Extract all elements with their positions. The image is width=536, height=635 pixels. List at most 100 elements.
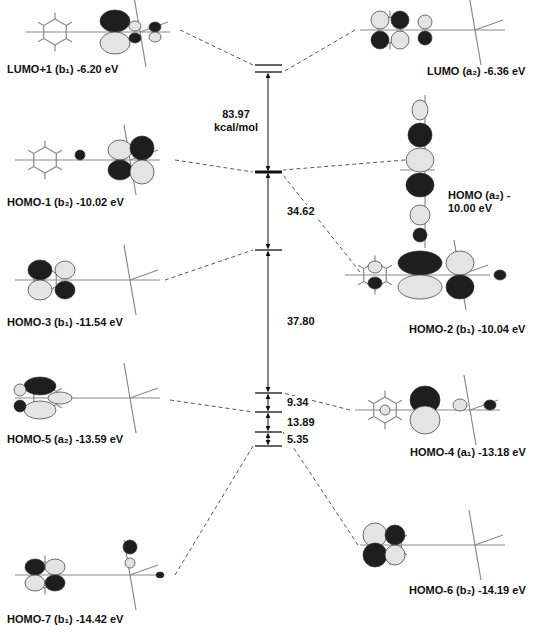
energy-gap-value: 83.97 kcal/mol [205,108,267,134]
orbital-lobe [418,15,432,29]
orbital-lobe [410,406,440,434]
orbital-lobe [398,275,442,299]
orbital-lobe [24,401,56,419]
orbital-picture [400,95,435,248]
orbital-label: HOMO-5 (a₂) -13.59 eV [7,433,126,446]
leader-line [283,160,405,170]
leader-lines [165,30,405,575]
orbital-lobe [446,275,474,299]
orbital-label: HOMO-1 (b₂) -10.02 eV [7,196,126,209]
orbital-lobe [100,32,130,54]
orbital-label-box: HOMO-1 (b₂) -10.02 eV [5,195,128,210]
energy-level [255,64,282,65]
orbital-lobe [391,31,409,49]
leader-line [175,160,253,172]
bond [44,588,45,595]
molecule-skeleton [400,95,435,248]
orbital-lobe [371,31,389,49]
orbital-label-box: HOMO-5 (a₂) -13.59 eV [5,432,128,447]
energy-level [255,392,282,393]
orbital-lobe [55,281,75,299]
orbital-lobe [48,392,72,404]
orbital-lobe [28,260,52,280]
bond [396,400,402,403]
orbital-label: HOMO-6 (b₂) -14.19 eV [409,584,528,597]
orbital-lobe [14,384,26,396]
bond [44,556,45,563]
energy-gap-value: 13.89 [285,416,317,429]
bond [358,282,364,285]
orbital-lobe [130,160,154,184]
energy-level [255,431,282,432]
molecule-skeleton [15,125,160,195]
gap-arrow [268,414,269,431]
orbital-lobe [130,136,154,160]
bond [475,20,503,30]
orbital-label-box: LUMO+1 (b₁) -6.20 eV [5,62,123,77]
bond [44,141,45,148]
bond [469,0,481,65]
orbital-lobe [45,575,65,591]
bond [54,13,55,20]
orbital-lobe [28,280,52,300]
energy-level [255,249,282,250]
bond [56,167,62,170]
orbital-label: HOMO (a₂) - 10.00 eV [448,189,530,215]
leader-line [180,30,253,65]
orbital-picture [15,125,160,195]
orbital-label-box: HOMO (a₂) - 10.00 eV [446,188,532,216]
orbital-lobe [453,399,467,411]
energy-gap-value: 5.35 [285,433,310,446]
orbital-picture [345,240,506,310]
orbital-lobe [413,228,427,242]
bond [54,45,55,52]
orbital-lobe [75,150,85,160]
orbital-lobe [410,205,430,225]
bond [140,22,168,32]
energy-level [255,71,282,72]
bond [384,423,385,430]
orbital-lobe [108,140,132,160]
energy-level [255,411,282,412]
bond [389,11,390,18]
gap-arrow [268,395,269,411]
leader-line [283,175,360,272]
orbital-lobe [25,575,45,591]
orbital-lobe [45,559,65,575]
orbital-lobe [406,148,434,172]
gap-arrow [268,74,269,171]
leader-line [283,30,355,72]
orbital-label-box: HOMO-7 (b₁) -14.42 eV [5,612,128,627]
bond [384,391,385,398]
leader-line [175,446,253,575]
leader-line [283,432,358,545]
orbital-label-box: HOMO-4 (a₁) -13.18 eV [408,445,530,460]
energy-level [255,171,282,174]
orbital-lobe [494,270,506,280]
molecule-skeleton [355,375,500,445]
bond [15,397,160,398]
molecule-skeleton [15,540,160,610]
orbital-picture [15,245,160,315]
orbital-lobe [108,160,132,180]
bond [475,535,503,545]
orbital-lobe [129,21,141,31]
leader-line [165,250,253,280]
orbital-lobe [363,543,387,567]
molecule-skeleton [360,0,505,65]
molecule-skeleton [345,240,490,310]
orbital-label: LUMO (a₂) -6.36 eV [427,65,528,78]
orbital-label: HOMO-2 (b₁) -10.04 eV [409,323,528,336]
bond [56,388,62,391]
orbital-lobe [55,261,75,279]
orbital-lobe [385,545,405,565]
orbital-label-box: HOMO-6 (b₂) -14.19 eV [407,583,530,598]
orbital-lobe [156,572,164,578]
bond [38,22,44,25]
orbital-lobe [484,400,496,410]
bond [368,417,374,420]
molecule-skeleton [360,510,505,580]
orbital-lobe [406,173,434,197]
bond [386,282,392,285]
